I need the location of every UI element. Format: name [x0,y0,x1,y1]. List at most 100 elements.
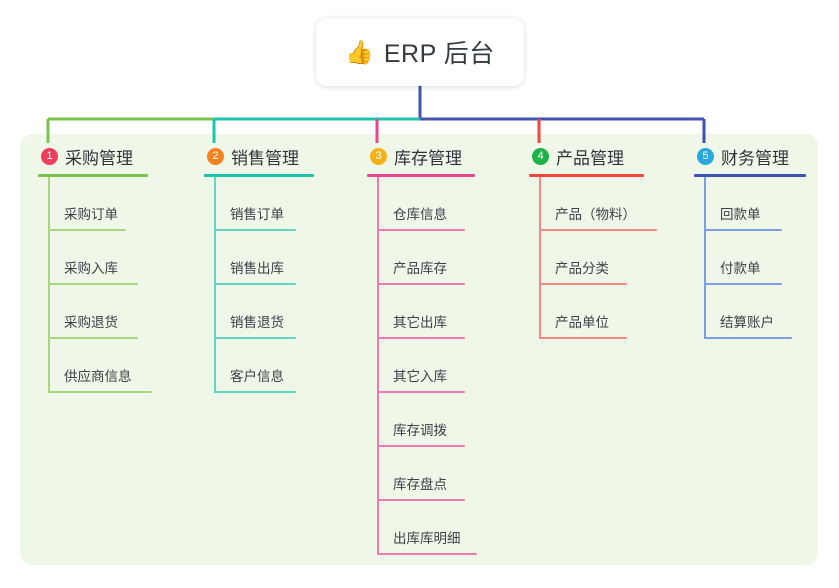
branch-item[interactable]: 库存盘点 [367,447,519,501]
branch-number-badge: 1 [41,147,58,165]
branch-item-rule [214,283,296,285]
branch-item-label: 采购订单 [64,207,118,222]
branch-spine [377,177,379,555]
branch-item[interactable]: 采购退货 [38,285,190,339]
branch-item-list: 采购订单采购入库采购退货供应商信息 [38,177,190,393]
branch-item-list: 销售订单销售出库销售退货客户信息 [204,177,356,393]
branch-item[interactable]: 产品单位 [529,285,681,339]
branch-item-label: 出库库明细 [393,531,461,546]
branch-column-3: 3 库存管理仓库信息产品库存其它出库其它入库库存调拨库存盘点出库库明细 [367,144,519,555]
branch-spine [539,177,541,339]
branch-item-rule [704,229,782,231]
branch-title: 采购管理 [65,148,133,168]
branch-number-badge: 2 [207,147,224,165]
branch-item-rule [539,337,627,339]
root-node-card[interactable]: 👍 ERP 后台 [316,18,524,86]
branch-item-rule [214,391,296,393]
branch-item[interactable]: 其它出库 [367,285,519,339]
branch-item[interactable]: 其它入库 [367,339,519,393]
branch-title: 库存管理 [394,148,462,168]
branch-item[interactable]: 采购订单 [38,177,190,231]
branch-item[interactable]: 采购入库 [38,231,190,285]
branch-item[interactable]: 销售出库 [204,231,356,285]
branch-header-1[interactable]: 1 采购管理 [38,144,190,168]
branch-spine [48,177,50,393]
branch-item-rule [377,499,465,501]
branch-item-label: 库存调拨 [393,423,447,438]
branch-item-rule [539,229,657,231]
branch-header-rule [694,174,806,177]
branch-item-list: 仓库信息产品库存其它出库其它入库库存调拨库存盘点出库库明细 [367,177,519,555]
branch-header-rule [367,174,475,177]
branch-item-label: 其它出库 [393,315,447,330]
root-node-title: ERP 后台 [383,40,495,68]
branch-column-1: 1 采购管理采购订单采购入库采购退货供应商信息 [38,144,190,393]
branch-item-label: 销售订单 [230,207,284,222]
branch-number-badge: 5 [697,147,714,165]
branch-item-rule [377,283,465,285]
branch-item[interactable]: 客户信息 [204,339,356,393]
branch-item-label: 产品库存 [393,261,447,276]
branch-number-badge: 4 [532,147,549,165]
branch-item[interactable]: 付款单 [694,231,834,285]
branch-item-rule [704,283,782,285]
branch-item-label: 付款单 [720,261,761,276]
branch-title: 财务管理 [721,148,789,168]
branch-item-rule [377,391,465,393]
branch-header-rule [529,174,644,177]
branch-item-label: 其它入库 [393,369,447,384]
branch-title: 销售管理 [231,148,299,168]
branch-item-label: 销售出库 [230,261,284,276]
branch-item-list: 回款单付款单结算账户 [694,177,834,339]
branch-item-rule [377,229,465,231]
branch-header-4[interactable]: 4 产品管理 [529,144,681,168]
branch-item-rule [48,391,152,393]
branch-header-3[interactable]: 3 库存管理 [367,144,519,168]
branch-item-label: 采购入库 [64,261,118,276]
branch-header-2[interactable]: 2 销售管理 [204,144,356,168]
branch-item-rule [48,337,138,339]
branch-header-5[interactable]: 5 财务管理 [694,144,834,168]
branch-column-5: 5 财务管理回款单付款单结算账户 [694,144,834,339]
branch-item[interactable]: 产品（物料） [529,177,681,231]
branch-item[interactable]: 供应商信息 [38,339,190,393]
branch-item-label: 仓库信息 [393,207,447,222]
branch-header-rule [204,174,314,177]
diagram-background-panel [20,134,818,565]
branch-header-rule [38,174,148,177]
branch-item-label: 供应商信息 [64,369,132,384]
branch-title: 产品管理 [556,148,624,168]
branch-item-list: 产品（物料） 产品分类产品单位 [529,177,681,339]
branch-item-label: 客户信息 [230,369,284,384]
branch-item[interactable]: 销售订单 [204,177,356,231]
branch-item-rule [48,229,126,231]
branch-number-badge: 3 [370,147,387,165]
branch-item[interactable]: 结算账户 [694,285,834,339]
branch-item-rule [377,445,465,447]
branch-column-2: 2 销售管理销售订单销售出库销售退货客户信息 [204,144,356,393]
branch-item-rule [214,229,296,231]
branch-item-rule [377,553,477,555]
branch-item-label: 产品单位 [555,315,609,330]
branch-item-label: 结算账户 [720,315,774,330]
branch-spine [214,177,216,393]
branch-item-label: 产品分类 [555,261,609,276]
branch-item[interactable]: 销售退货 [204,285,356,339]
branch-item-rule [704,337,792,339]
branch-item-rule [214,337,296,339]
branch-item[interactable]: 库存调拨 [367,393,519,447]
branch-item-rule [377,337,465,339]
branch-item-rule [48,283,138,285]
branch-item-label: 销售退货 [230,315,284,330]
branch-item[interactable]: 仓库信息 [367,177,519,231]
branch-item[interactable]: 回款单 [694,177,834,231]
branch-item[interactable]: 产品分类 [529,231,681,285]
thumbs-up-icon: 👍 [345,38,374,65]
branch-spine [704,177,706,339]
branch-column-4: 4 产品管理产品（物料） 产品分类产品单位 [529,144,681,339]
branch-item[interactable]: 产品库存 [367,231,519,285]
branch-item[interactable]: 出库库明细 [367,501,519,555]
branch-item-label: 采购退货 [64,315,118,330]
branch-item-label: 回款单 [720,207,761,222]
